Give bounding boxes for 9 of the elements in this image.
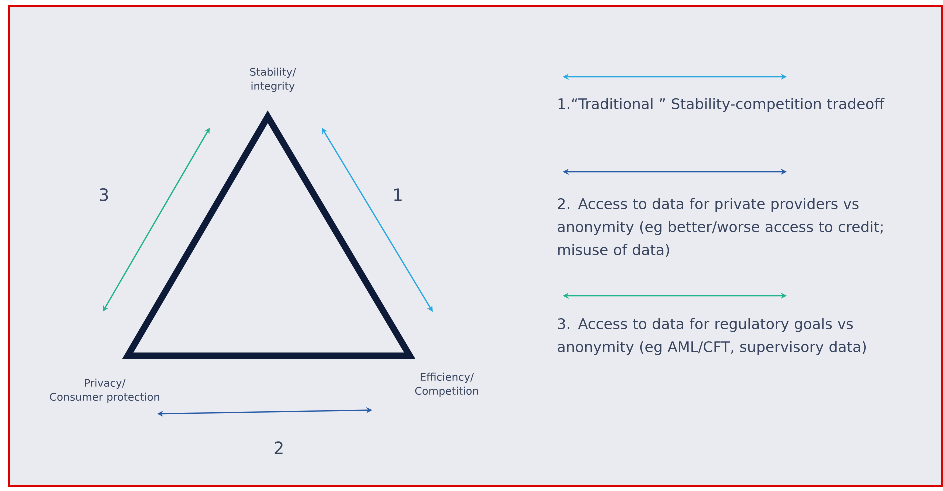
legend-text: 3. Access to data for regulatory goals vs anonymity (eg AML/CFT, supervisory data): [558, 318, 866, 356]
legend-text: 2. Access to data for private providers vs anonymity (eg better/worse access to credit; misuse of data): [558, 198, 883, 258]
edge-label: 3: [100, 188, 108, 202]
vertex-label: Privacy/ Consumer protection: [50, 378, 160, 404]
vertex-label: Efficiency/ Competition: [415, 372, 478, 398]
edge-label: 1: [394, 188, 402, 202]
edge-label: 2: [274, 442, 283, 454]
legend-text: 1.“Traditional ” Stability-competition tradeoff: [558, 98, 885, 112]
vertex-label: Stability/ integrity: [250, 68, 296, 92]
